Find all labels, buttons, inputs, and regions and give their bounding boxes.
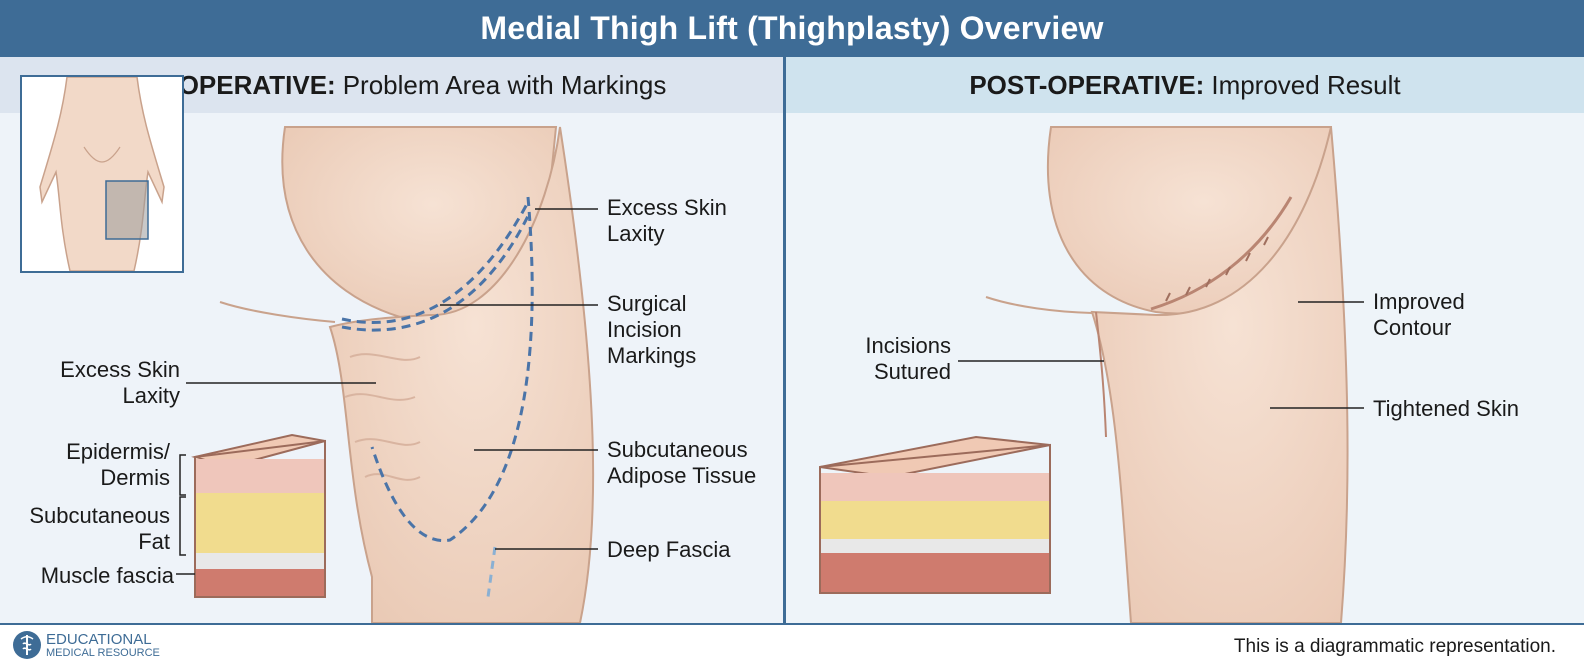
label-incisions-sutured: Incisions Sutured (865, 333, 951, 384)
footer-rule (0, 623, 1584, 625)
skin-fold-lines (344, 353, 421, 481)
post-operative-heading-text: Improved Result (1211, 69, 1401, 100)
hip-shape (219, 301, 336, 323)
post-operative-heading-bold: POST-OPERATIVE: (969, 69, 1205, 100)
panel-divider (783, 57, 786, 623)
label-excess-skin-laxity-top: Excess Skin Laxity (607, 195, 727, 246)
pre-operative-panel: PRE-OPERATIVE: Problem Area with Marking… (0, 57, 783, 623)
label-deep-fascia: Deep Fascia (607, 537, 731, 562)
label-subcutaneous-fat: Subcutaneous Fat (29, 503, 170, 554)
label-epidermis-dermis: Epidermis/ Dermis (66, 439, 170, 490)
body-locator-inset (20, 75, 184, 273)
label-improved-contour: Improved Contour (1373, 289, 1465, 340)
pre-operative-heading-text: Problem Area with Markings (342, 69, 667, 100)
pre-operative-illustration (176, 126, 598, 623)
label-muscle-fascia: Muscle fascia (40, 563, 174, 588)
footer-brand: EDUCATIONAL MEDICAL RESOURCE (46, 631, 160, 659)
label-surgical-incision-markings: Surgical Incision Markings (607, 291, 697, 368)
page-title: Medial Thigh Lift (Thighplasty) Overview (480, 10, 1104, 46)
footer-brand-line2: MEDICAL RESOURCE (46, 647, 160, 659)
bracket-epidermis (179, 454, 186, 496)
thigh-shape (328, 126, 595, 623)
label-excess-skin-laxity-left: Excess Skin Laxity (60, 357, 180, 408)
medical-caduceus-icon (13, 631, 41, 659)
footer-brand-line1: EDUCATIONAL (46, 631, 152, 648)
incision-marking-lower (486, 546, 497, 598)
hip-shape-post (985, 296, 1093, 314)
suture-ticks (1165, 236, 1269, 302)
bracket-fat (179, 496, 186, 556)
label-subcutaneous-adipose-tissue: Subcutaneous Adipose Tissue (607, 437, 757, 488)
title-bar: Medial Thigh Lift (Thighplasty) Overview (0, 0, 1584, 57)
incision-marking-curve-1 (341, 201, 530, 324)
incision-marking-curve-2 (341, 211, 532, 332)
sutured-incision-vertical (1095, 311, 1107, 438)
tissue-cross-section-pre (191, 433, 326, 598)
post-operative-illustration (819, 126, 1364, 623)
post-operative-panel: POST-OPERATIVE: Improved Result (786, 57, 1584, 623)
tissue-cross-section-post (819, 435, 1051, 594)
label-tightened-skin: Tightened Skin (1373, 396, 1519, 421)
thigh-shape-post (1090, 126, 1349, 623)
post-operative-heading: POST-OPERATIVE: Improved Result (786, 57, 1584, 113)
footer-disclaimer: This is a diagrammatic representation. (1233, 636, 1556, 657)
body-silhouette-icon (39, 76, 165, 272)
